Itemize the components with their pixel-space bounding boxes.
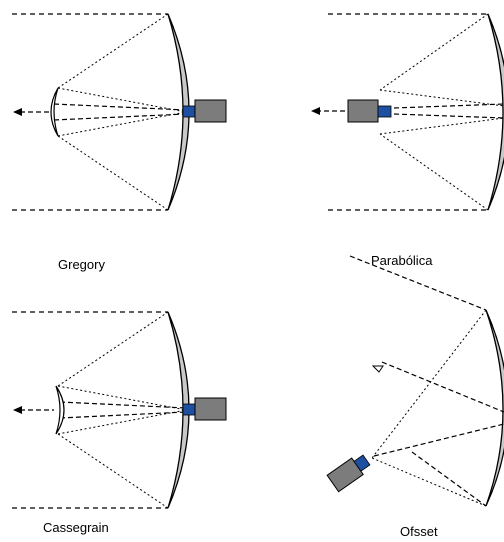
parabolica-axis-ray-lower bbox=[393, 113, 504, 119]
caption-gregory: Gregory bbox=[58, 257, 105, 272]
parabolica-feed-box bbox=[347, 99, 379, 123]
cassegrain-arrow-icon bbox=[13, 406, 22, 414]
parabolica-antenna bbox=[311, 13, 504, 211]
parabolica-arrow-icon bbox=[311, 107, 320, 115]
ofsset-incoming-ray-bottom bbox=[411, 451, 487, 507]
ofsset-arrow-icon bbox=[371, 365, 384, 373]
cassegrain-antenna bbox=[12, 311, 227, 509]
ofsset-feed bbox=[326, 454, 371, 493]
parabolica-dish bbox=[487, 13, 504, 211]
caption-cassegrain: Cassegrain bbox=[43, 520, 109, 535]
ofsset-incoming-ray-middle bbox=[381, 361, 504, 413]
parabolica-axis-ray-upper bbox=[393, 103, 504, 109]
cassegrain-feed-horn bbox=[182, 403, 196, 416]
gregory-arrow-icon bbox=[13, 108, 22, 116]
cassegrain-subreflector bbox=[55, 385, 65, 435]
gregory-axis-ray-upper bbox=[53, 103, 187, 111]
cassegrain-reflected-rays bbox=[57, 311, 187, 509]
gregory-antenna bbox=[12, 13, 227, 211]
ofsset-incoming-ray-top bbox=[349, 255, 487, 311]
gregory-feed-horn bbox=[182, 105, 196, 118]
cassegrain-axis-ray-upper bbox=[59, 401, 187, 409]
cassegrain-axis-ray-lower bbox=[59, 411, 187, 419]
ofsset-antenna bbox=[326, 255, 504, 507]
gregory-axis-ray-lower bbox=[53, 113, 187, 121]
parabolica-feed-horn bbox=[377, 105, 392, 118]
caption-parabolica: Parabólica bbox=[371, 253, 433, 268]
gregory-reflected-rays bbox=[57, 13, 187, 211]
ofsset-feed-horn bbox=[353, 454, 371, 472]
parabolica-reflected-rays bbox=[379, 13, 504, 211]
gregory-subreflector bbox=[50, 87, 59, 137]
caption-ofsset: Ofsset bbox=[400, 524, 438, 539]
cassegrain-feed-box bbox=[194, 397, 227, 421]
ofsset-axis-ray bbox=[373, 423, 504, 457]
gregory-feed-box bbox=[194, 99, 227, 123]
ofsset-reflected-rays bbox=[371, 309, 487, 507]
